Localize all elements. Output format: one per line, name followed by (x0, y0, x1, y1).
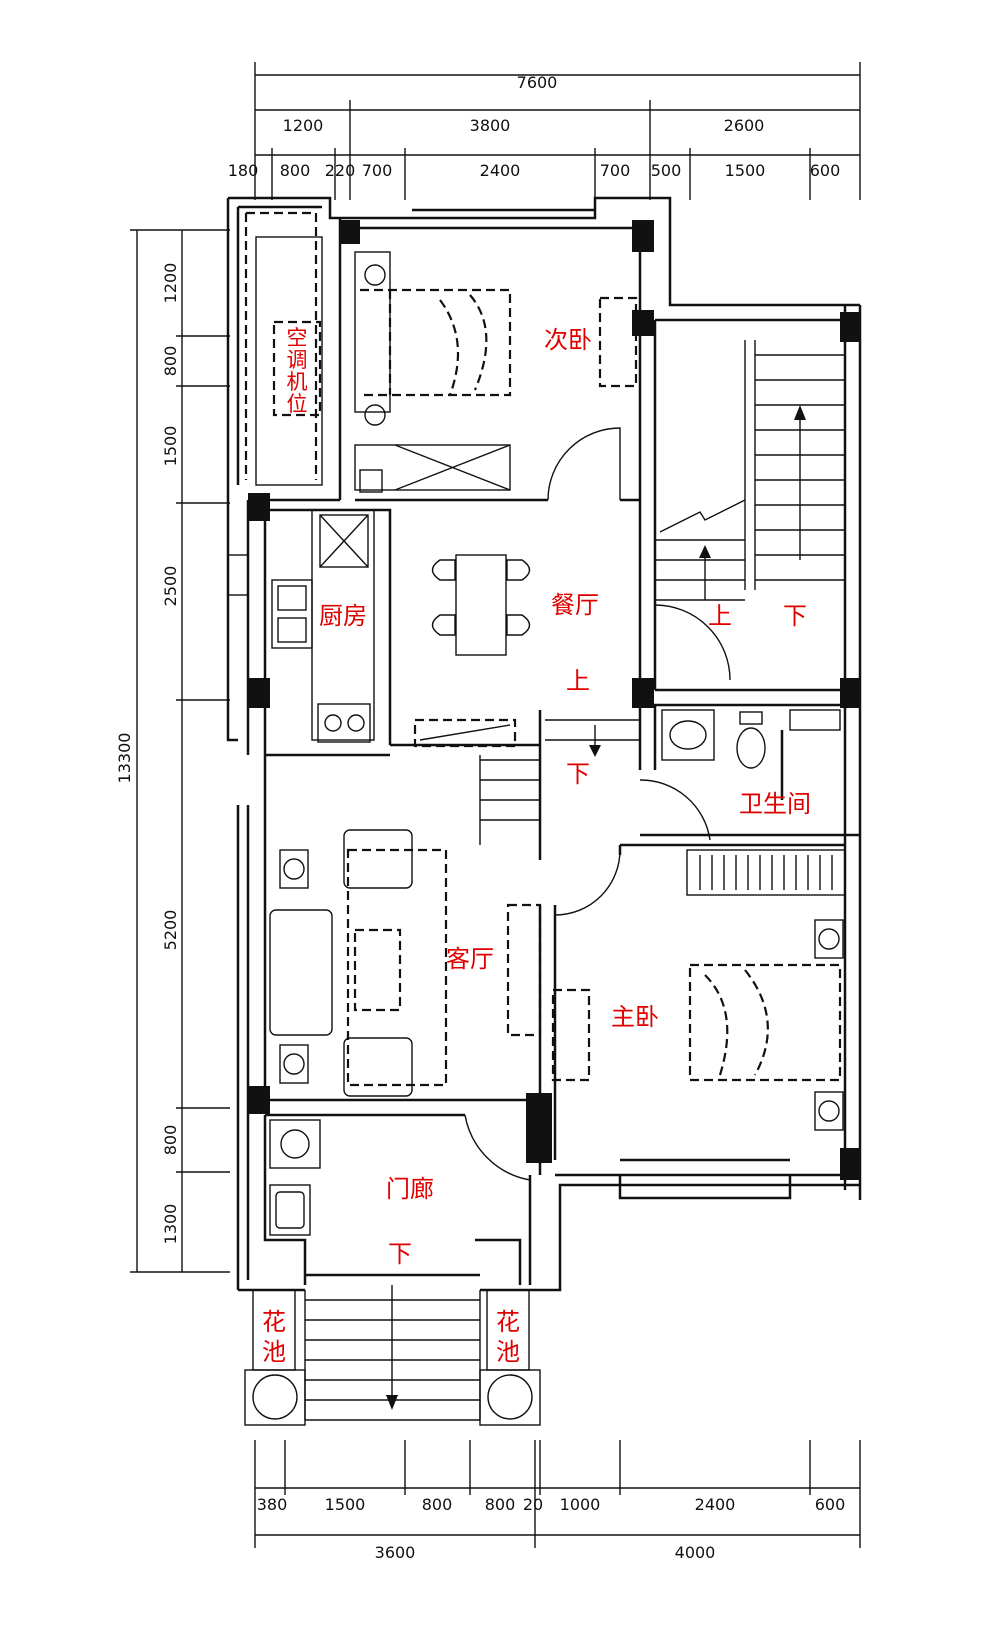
ac-char-2: 调 (287, 348, 308, 372)
dim-top-700a: 700 (362, 161, 393, 180)
dim-left-1200: 1200 (161, 263, 180, 304)
bottom-dimensions: 380 1500 800 800 20 1000 2400 600 3600 4… (254, 1440, 861, 1562)
dim-bot-1500: 1500 (325, 1495, 366, 1514)
top-dimensions: 7600 1200 3800 2600 180 800 220 700 2400… (228, 62, 861, 200)
ac-char-3: 机 (287, 370, 308, 394)
dim-top-600: 600 (810, 161, 841, 180)
master-bedroom-label: 主卧 (611, 1003, 659, 1031)
porch-label: 门廊 (386, 1175, 434, 1203)
dim-bot-4000: 4000 (675, 1543, 716, 1562)
dim-top-total: 7600 (517, 73, 558, 92)
ac-char-4: 位 (287, 392, 308, 416)
secondary-bedroom-label: 次卧 (544, 326, 592, 354)
living-label: 客厅 (446, 945, 494, 973)
porch-furniture (269, 1114, 531, 1236)
dim-top-700b: 700 (600, 161, 631, 180)
dim-bot-1000: 1000 (560, 1495, 601, 1514)
bathroom-furniture (639, 709, 846, 896)
ac-unit-label: 空 调 机 位 (272, 320, 322, 417)
dim-top-180: 180 (228, 161, 259, 180)
stair-up-label: 上 (708, 602, 732, 630)
dim-bot-800a: 800 (422, 1495, 453, 1514)
dim-left-2500: 2500 (161, 566, 180, 607)
dim-bot-2400: 2400 (695, 1495, 736, 1514)
dim-left-800a: 800 (161, 346, 180, 377)
walls (226, 196, 862, 1426)
dim-bot-600: 600 (815, 1495, 846, 1514)
dim-top-2600: 2600 (724, 116, 765, 135)
dim-left-total: 13300 (115, 733, 134, 784)
dim-top-1200: 1200 (283, 116, 324, 135)
dining-label: 餐厅 (551, 591, 599, 619)
dim-bot-3600: 3600 (375, 1543, 416, 1562)
dim-top-3800: 3800 (470, 116, 511, 135)
dim-top-500: 500 (651, 161, 682, 180)
dim-top-2400: 2400 (480, 161, 521, 180)
dim-top-220: 220 (325, 161, 356, 180)
porch-down-label: 下 (388, 1240, 412, 1268)
left-dimensions: 13300 1200 800 1500 2500 5200 800 1300 (115, 229, 230, 1273)
staircase (654, 340, 845, 681)
columns (248, 220, 860, 1180)
stair-down-label: 下 (783, 602, 807, 630)
bathroom-label: 卫生间 (739, 790, 811, 818)
dim-left-1500: 1500 (161, 426, 180, 467)
ac-char-1: 空 (287, 326, 308, 350)
dim-left-800b: 800 (161, 1125, 180, 1156)
planter-right-char-1: 花 (496, 1308, 520, 1336)
dim-left-1300: 1300 (161, 1204, 180, 1245)
living-down-label: 下 (566, 760, 590, 788)
living-furniture (269, 719, 640, 1097)
planter-right-char-2: 池 (496, 1338, 520, 1366)
planter-left-char-1: 花 (262, 1308, 286, 1336)
dim-bot-380: 380 (257, 1495, 288, 1514)
master-bedroom-furniture (551, 919, 844, 1131)
dim-top-800: 800 (280, 161, 311, 180)
dim-left-5200: 5200 (161, 910, 180, 951)
dim-top-1500: 1500 (725, 161, 766, 180)
dining-up-label: 上 (566, 667, 590, 695)
dining-furniture (413, 554, 531, 748)
secondary-bedroom-furniture (354, 251, 638, 501)
kitchen-label: 厨房 (319, 602, 367, 630)
dim-bot-20: 20 (523, 1495, 543, 1514)
kitchen-furniture (271, 509, 375, 743)
planter-left-char-2: 池 (262, 1338, 286, 1366)
dim-bot-800b: 800 (485, 1495, 516, 1514)
